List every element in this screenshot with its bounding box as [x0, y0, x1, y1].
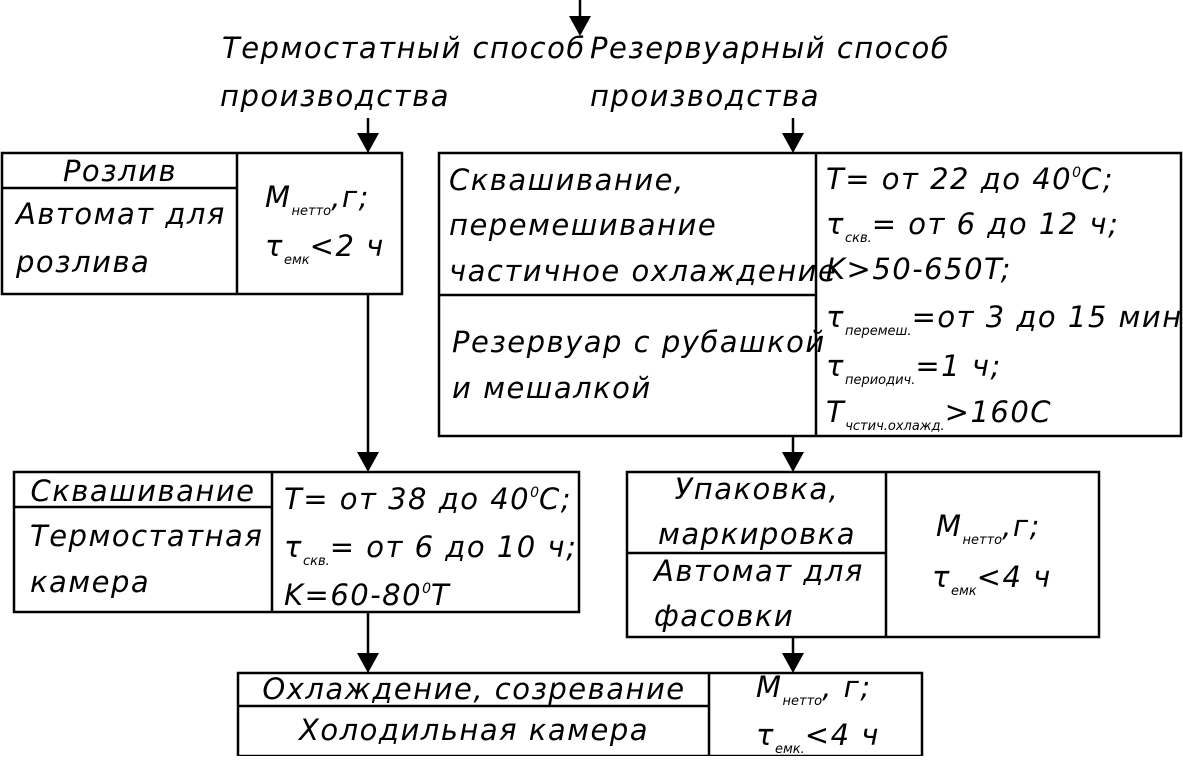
souring-reservoir-param-partial-cooling: Tчстич.охлажд.>160C — [826, 395, 1052, 434]
souring-thermostat-equipment-line-1: Термостатная — [30, 519, 263, 553]
packing-param-mass: Mнетто,г; — [936, 509, 1041, 548]
box-souring-thermostat: Сквашивание Термостатная камера T= от 38… — [12, 470, 581, 614]
header-reservoir-line-2: производства — [590, 79, 820, 113]
header-thermostat-line-1: Термостатный способ — [222, 31, 586, 65]
souring-reservoir-param-temperature: T= от 22 до 400C; — [826, 162, 1114, 196]
souring-thermostat-equipment-line-2: камера — [30, 565, 150, 599]
cooling-equipment: Холодильная камера — [297, 713, 649, 747]
connectors — [366, 0, 795, 656]
bottling-equipment-line-1: Автомат для — [14, 197, 226, 231]
header-reservoir: Резервуарный способ производства — [590, 31, 950, 113]
cooling-param-mass: Mнетто, г; — [756, 670, 872, 709]
souring-thermostat-param-k: K=60-800T — [284, 578, 451, 612]
arrowhead-bottling — [357, 133, 379, 153]
souring-reservoir-title-line-2: перемешивание — [449, 208, 717, 242]
souring-reservoir-param-period: τпериодич.=1 ч; — [826, 349, 1002, 388]
arrowhead-top-input — [569, 16, 591, 36]
packing-equipment-line-1: Автомат для — [652, 554, 864, 588]
arrowhead-packing — [782, 452, 804, 472]
packing-param-time: τемк<4 ч — [932, 560, 1052, 599]
souring-reservoir-equipment-line-1: Резервуар с рубашкой — [452, 325, 826, 359]
box-souring-reservoir: Сквашивание, перемешивание частичное охл… — [437, 151, 1183, 438]
bottling-param-time: τемк<2 ч — [265, 229, 385, 268]
arrowhead-cooling-left — [357, 653, 379, 673]
arrowhead-cooling-right — [782, 653, 804, 673]
box-cooling: Охлаждение, созревание Холодильная камер… — [236, 670, 924, 758]
souring-reservoir-title-line-3: частичное охлаждение — [449, 254, 837, 288]
souring-thermostat-param-souring-time: τскв.= от 6 до 10 ч; — [284, 530, 577, 569]
souring-reservoir-param-k: K>50-650T; — [826, 252, 1012, 286]
bottling-equipment-line-2: розлива — [15, 245, 150, 279]
box-bottling: Розлив Автомат для розлива Mнетто,г; τем… — [0, 151, 404, 296]
header-reservoir-line-1: Резервуарный способ — [590, 31, 950, 65]
packing-title-line-2: маркировка — [658, 517, 856, 551]
box-packing: Упаковка, маркировка Автомат для фасовки… — [625, 470, 1101, 639]
souring-thermostat-title: Сквашивание — [30, 474, 255, 508]
souring-reservoir-param-souring-time: τскв.= от 6 до 12 ч; — [826, 207, 1119, 246]
cooling-title: Охлаждение, созревание — [262, 672, 685, 706]
header-thermostat: Термостатный способ производства — [220, 31, 586, 113]
arrowheads — [357, 16, 804, 673]
packing-equipment-line-2: фасовки — [654, 599, 794, 633]
souring-reservoir-equipment-line-2: и мешалкой — [452, 371, 652, 405]
cooling-param-time: τемк.<4 ч — [756, 718, 880, 756]
souring-reservoir-title-line-1: Сквашивание, — [449, 163, 685, 197]
bottling-title: Розлив — [63, 154, 177, 188]
packing-title-line-1: Упаковка, — [675, 472, 840, 506]
souring-reservoir-param-mixing-time: τперемеш.=от 3 до 15 мин; — [826, 300, 1183, 339]
arrowhead-souring-reservoir — [782, 133, 804, 153]
arrowhead-souring-thermostat — [357, 452, 379, 472]
bottling-param-mass: Mнетто,г; — [265, 180, 370, 219]
header-thermostat-line-2: производства — [220, 79, 450, 113]
souring-thermostat-param-temperature: T= от 38 до 400C; — [284, 482, 572, 516]
